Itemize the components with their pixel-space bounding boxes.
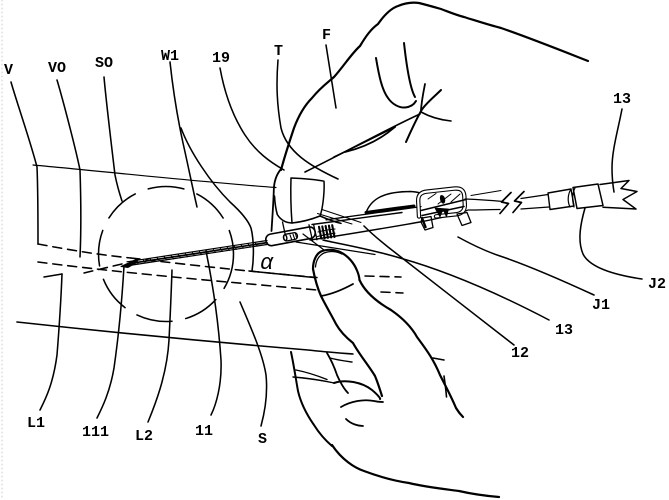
svg-text:T: T (274, 43, 283, 60)
svg-text:13: 13 (555, 322, 573, 339)
svg-text:13: 13 (613, 91, 631, 108)
svg-text:V: V (4, 62, 13, 79)
svg-text:19: 19 (212, 50, 230, 67)
svg-text:L2: L2 (135, 428, 153, 445)
svg-text:W1: W1 (161, 48, 179, 65)
svg-text:S: S (258, 431, 267, 448)
svg-text:L1: L1 (27, 415, 45, 432)
svg-text:SO: SO (95, 55, 113, 72)
svg-text:α: α (260, 251, 274, 276)
svg-text:111: 111 (82, 424, 109, 441)
svg-text:J1: J1 (592, 297, 610, 314)
svg-text:F: F (322, 27, 331, 44)
svg-text:11: 11 (195, 423, 213, 440)
svg-text:VO: VO (48, 60, 66, 77)
svg-text:12: 12 (511, 345, 529, 362)
svg-text:J2: J2 (648, 276, 666, 293)
